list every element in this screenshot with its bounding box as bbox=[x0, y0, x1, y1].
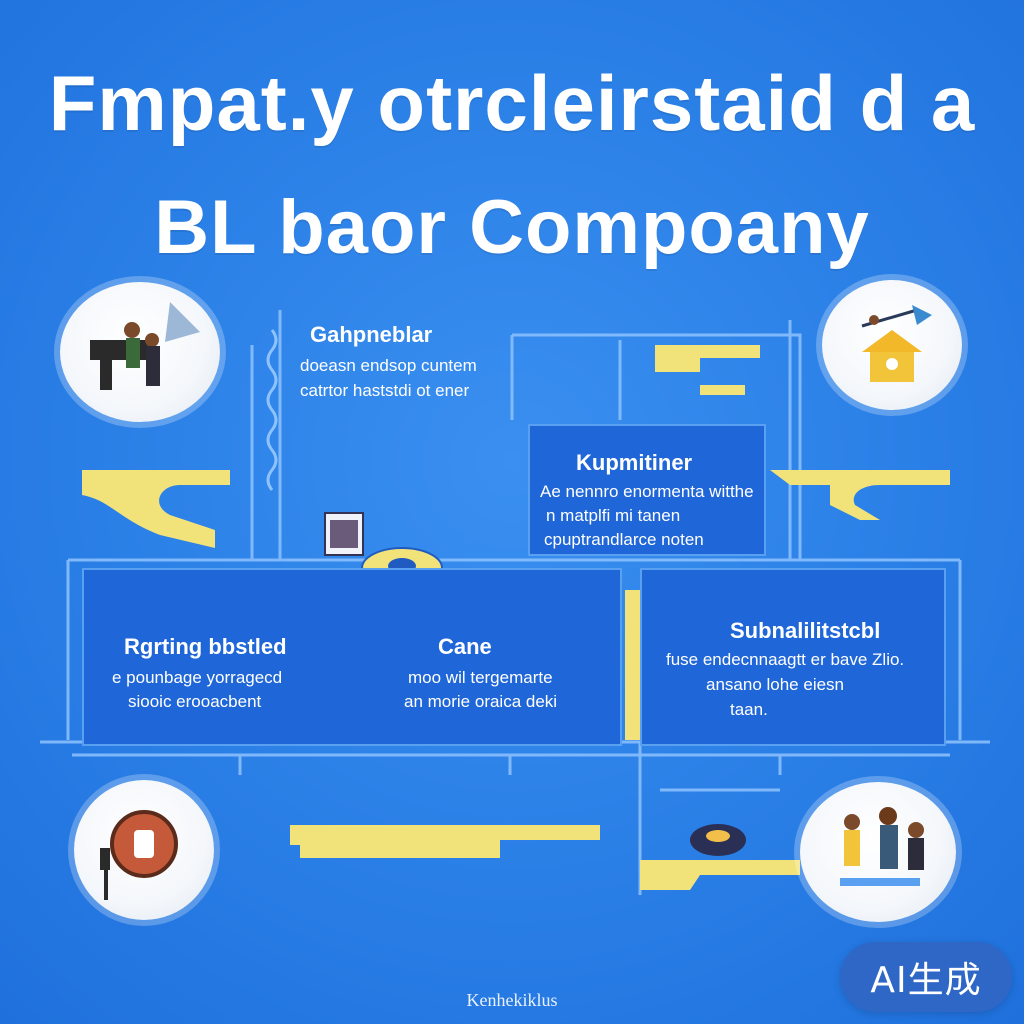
monitor-screen bbox=[330, 520, 358, 548]
yellow-column bbox=[625, 590, 640, 740]
yellow-bar-small bbox=[700, 385, 745, 395]
block-bottom-right-line-2: ansano lohe eiesn bbox=[706, 675, 845, 694]
block-bottom-center-line-1: moo wil tergemarte bbox=[408, 668, 553, 687]
yellow-arrow-left bbox=[82, 470, 230, 548]
illustration-circle-bottom-left bbox=[74, 780, 214, 920]
page-title-line-2: BL baor Compoany bbox=[154, 185, 870, 270]
people-illustration-icon bbox=[90, 302, 200, 390]
block-bottom-right-line-1: fuse endecnnaagtt er bave Zlio. bbox=[666, 650, 905, 669]
yellow-arrow-bottom-right bbox=[640, 860, 800, 890]
illustration-circle-top-right bbox=[822, 280, 962, 410]
block-top-left-heading: Gahpneblar bbox=[310, 322, 433, 347]
block-bottom-center-heading: Cane bbox=[438, 634, 492, 659]
panel-top-center bbox=[528, 424, 766, 556]
ai-generated-badge: AI生成 bbox=[840, 942, 1012, 1012]
block-top-center-line-2: n matplfi mi tanen bbox=[546, 506, 681, 525]
block-bottom-right-line-3: taan. bbox=[730, 700, 768, 719]
panel-bottom-right bbox=[640, 568, 946, 746]
yellow-bar-top bbox=[655, 345, 760, 372]
block-top-center-line-3: cpuptrandlarce noten bbox=[544, 530, 704, 549]
yellow-arrow-right bbox=[770, 470, 950, 520]
block-top-left-line-1: doeasn endsop cuntem bbox=[300, 356, 477, 375]
illustration-circle-top-left bbox=[60, 282, 220, 422]
block-top-left-line-2: catrtor haststdi ot ener bbox=[300, 381, 470, 400]
page-title-line-1: Fmpat.y otrcleirstaid d a bbox=[48, 59, 976, 147]
yellow-arrow-bottom bbox=[290, 825, 600, 858]
block-top-center-line-1: Ae nennro enormenta witthe bbox=[540, 482, 754, 501]
block-bottom-left-line-1: e pounbage yorragecd bbox=[112, 668, 283, 687]
block-bottom-left-line-2: siooic erooacbent bbox=[128, 692, 262, 711]
team-illustration-icon bbox=[840, 807, 924, 886]
block-bottom-right-heading: Subnalilitstcbl bbox=[730, 618, 881, 643]
dish-icon-center bbox=[706, 830, 730, 842]
illustration-circle-bottom-right bbox=[800, 782, 956, 922]
wavy-connector bbox=[266, 329, 278, 491]
panel-bottom-left bbox=[82, 568, 622, 746]
block-bottom-left-heading: Rgrting bbstled bbox=[124, 634, 287, 659]
block-bottom-center-line-2: an morie oraica deki bbox=[404, 692, 558, 711]
block-top-center-heading: Kupmitiner bbox=[576, 450, 693, 475]
lock-illustration-icon bbox=[100, 810, 178, 900]
house-illustration-icon bbox=[861, 305, 932, 382]
footer-text: Kenhekiklus bbox=[466, 990, 558, 1010]
